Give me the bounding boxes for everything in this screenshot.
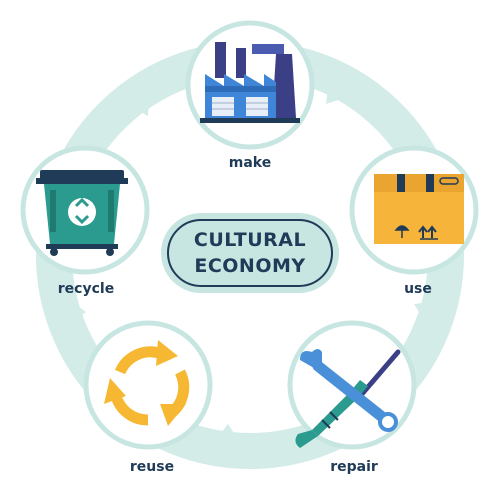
wrench-screwdriver-icon: [295, 349, 401, 448]
ring-arrow-use-repair: [414, 300, 448, 340]
factory-icon: [200, 42, 300, 123]
label-use: use: [404, 281, 432, 297]
circular-arrow-heads: [104, 340, 186, 426]
label-repair: repair: [330, 459, 378, 475]
step-make: [185, 20, 315, 150]
step-use: [349, 145, 479, 275]
recycling-bin-icon: [36, 170, 128, 256]
step-reuse: [83, 320, 213, 450]
step-repair: [287, 320, 417, 450]
ring-arrow-reuse-recycle: [56, 290, 86, 330]
step-recycle: [20, 145, 150, 275]
label-recycle: recycle: [57, 281, 115, 297]
label-make: make: [228, 155, 272, 171]
ring-arrow-repair-reuse: [206, 424, 246, 452]
cardboard-box-icon: [374, 174, 464, 244]
center-title-frame: CULTURAL ECONOMY: [167, 219, 333, 287]
center-title-pill: CULTURAL ECONOMY: [161, 213, 339, 293]
label-reuse: reuse: [129, 459, 175, 475]
ring-arrow-make-use: [326, 70, 362, 104]
ring-arrow-recycle-make: [118, 82, 150, 116]
center-title-line-1: CULTURAL: [193, 229, 307, 251]
center-title-line-2: ECONOMY: [194, 255, 306, 277]
